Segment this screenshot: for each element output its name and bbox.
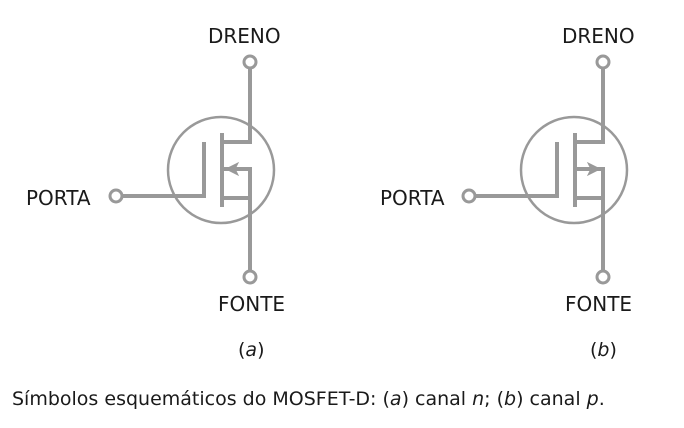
source-label-a: FONTE [218, 292, 286, 316]
envelope-circle [519, 115, 629, 225]
source-terminal [242, 269, 258, 285]
sublabel-a: (a) [238, 339, 265, 361]
source-lead [575, 167, 605, 271]
n-channel-mosfet-symbol [108, 54, 276, 285]
gate-label-a: PORTA [26, 186, 91, 210]
source-label-b: FONTE [565, 292, 633, 316]
drain-label-b: DRENO [562, 24, 635, 48]
p-channel-mosfet-symbol [461, 54, 629, 285]
arrow-left-icon [224, 161, 240, 177]
gate-label-b: PORTA [380, 186, 445, 210]
drain-label-a: DRENO [208, 24, 281, 48]
drain-terminal [242, 54, 258, 70]
figure-caption: Símbolos esquemáticos do MOSFET-D: (a) c… [12, 388, 605, 410]
gate-terminal [108, 188, 124, 204]
arrow-right-icon [586, 161, 602, 177]
sublabel-b: (b) [590, 339, 617, 361]
gate-lead [475, 142, 559, 198]
envelope-circle [166, 115, 276, 225]
drain-lead [222, 68, 252, 144]
drain-terminal [595, 54, 611, 70]
gate-lead [122, 142, 206, 198]
source-terminal [595, 269, 611, 285]
drain-lead [575, 68, 605, 144]
gate-terminal [461, 188, 477, 204]
